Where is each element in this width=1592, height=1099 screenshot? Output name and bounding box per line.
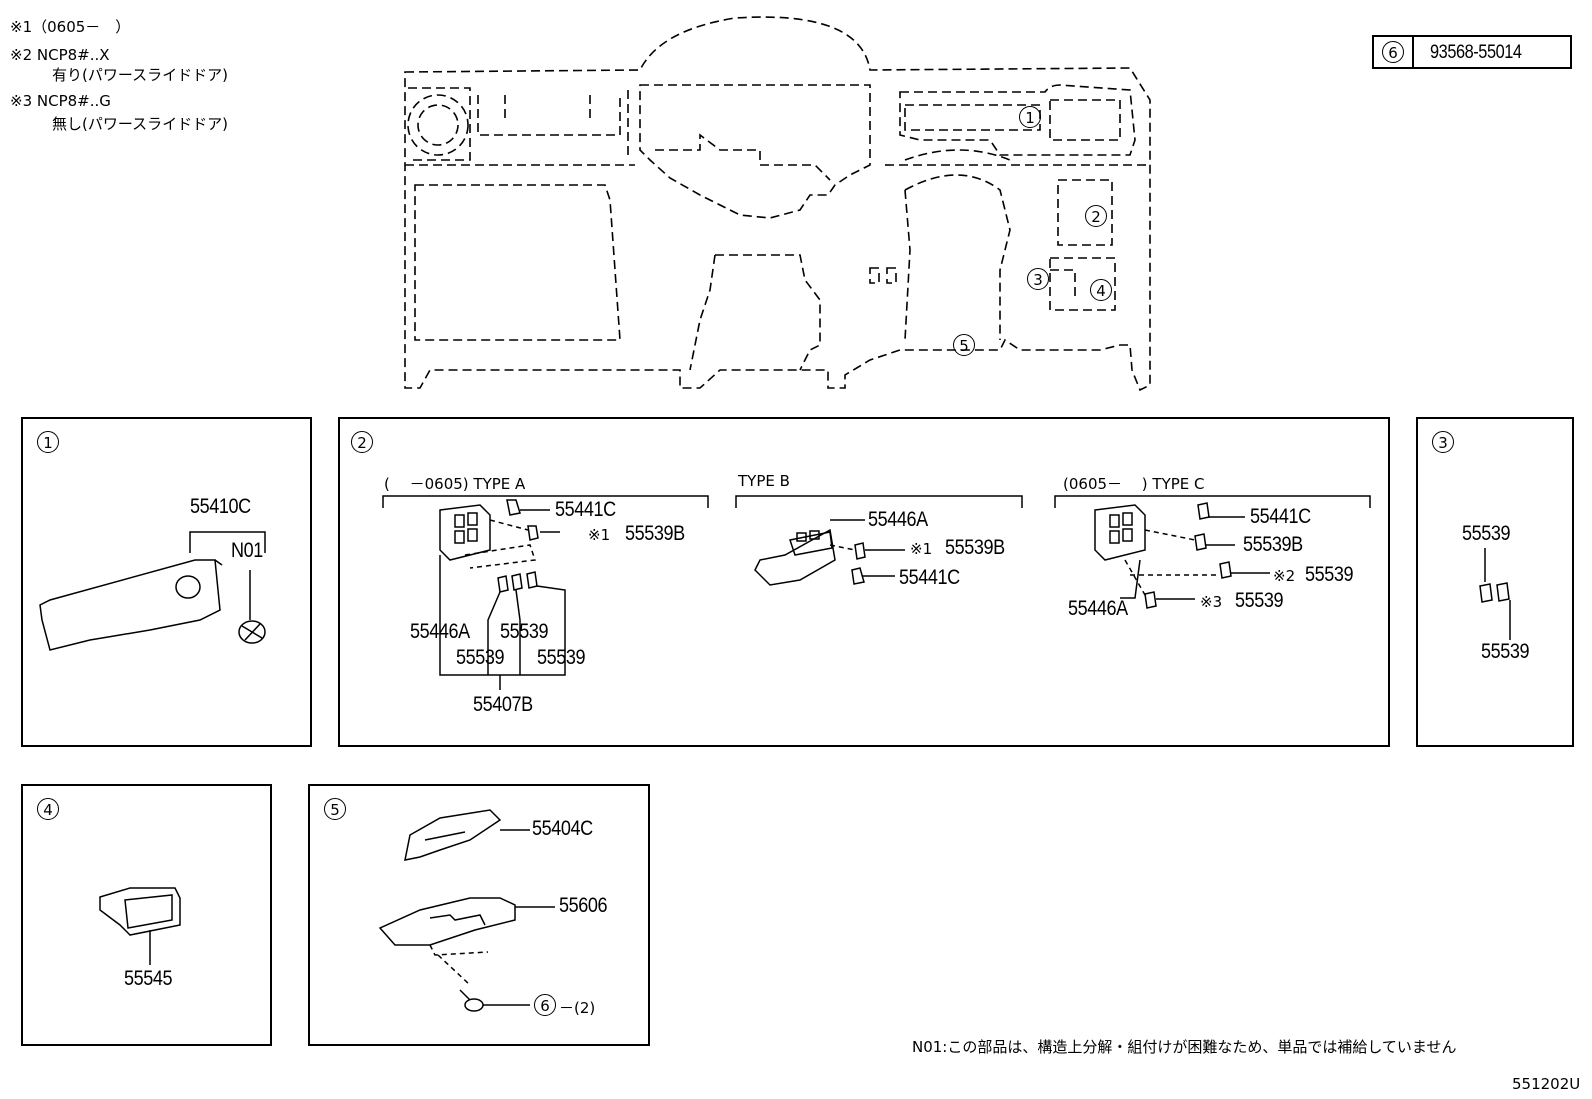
- panel-5-part-55404C: 55404C: [532, 817, 593, 840]
- type-c-part-55539-1: 55539: [1305, 563, 1354, 586]
- type-b-header: TYPE B: [738, 472, 790, 490]
- panel-3-part-55539-2: 55539: [1481, 640, 1530, 663]
- type-c-part-55539-2: 55539: [1235, 589, 1284, 612]
- panel-4-part-55545: 55545: [124, 967, 173, 990]
- overview-ref-1: 1: [1019, 106, 1041, 128]
- type-a-part-55539-2: 55539: [456, 646, 505, 669]
- panel-4-ref: 4: [37, 798, 59, 820]
- panel-1-part-N01: N01: [231, 539, 263, 562]
- panel-3: 3: [1416, 417, 1574, 747]
- panel-5: 5: [308, 784, 650, 1046]
- type-c-part-55441C: 55441C: [1250, 505, 1311, 528]
- footer-note: N01:この部品は、構造上分解・組付けが困難なため、単品では補給していません: [912, 1038, 1457, 1056]
- overview-ref-5: 5: [953, 334, 975, 356]
- note-2-line2: 有り(パワースライドドア): [52, 66, 228, 84]
- type-c-note-3: ※3: [1200, 593, 1223, 611]
- panel-1: 1: [21, 417, 312, 747]
- type-a-part-55539-1: 55539: [500, 620, 549, 643]
- overview-ref-2: 2: [1085, 205, 1107, 227]
- type-a-header: ( －0605) TYPE A: [384, 475, 526, 493]
- panel-1-ref: 1: [37, 431, 59, 453]
- panel-3-ref: 3: [1432, 431, 1454, 453]
- type-c-header: (0605－ ) TYPE C: [1063, 475, 1205, 493]
- panel-4: 4: [21, 784, 272, 1046]
- type-b-part-55441C: 55441C: [899, 566, 960, 589]
- panel-5-screw-ref: 6: [534, 994, 556, 1016]
- type-c-note-2: ※2: [1273, 567, 1296, 585]
- note-3-line2: 無し(パワースライドドア): [52, 115, 228, 133]
- overview-ref-3: 3: [1027, 268, 1049, 290]
- type-b-part-55539B: 55539B: [945, 536, 1005, 559]
- overview-ref-4: 4: [1090, 279, 1112, 301]
- type-b-note-1: ※1: [910, 540, 933, 558]
- type-a-part-55539B: 55539B: [625, 522, 685, 545]
- type-c-part-55446A: 55446A: [1068, 597, 1128, 620]
- panel-1-part-55410C: 55410C: [190, 495, 251, 518]
- screw-ref-cell: 6: [1374, 37, 1414, 67]
- type-b-part-55446A: 55446A: [868, 508, 928, 531]
- panel-5-ref: 5: [324, 798, 346, 820]
- panel-5-part-55606: 55606: [559, 894, 608, 917]
- panel-2: 2: [338, 417, 1390, 747]
- note-1: ※1（0605－ ）: [10, 18, 131, 36]
- type-a-part-55446A: 55446A: [410, 620, 470, 643]
- note-2-line1: ※2 NCP8#..X: [10, 46, 110, 64]
- type-a-part-55407B: 55407B: [473, 693, 533, 716]
- type-c-part-55539B: 55539B: [1243, 533, 1303, 556]
- screw-part-number: 93568-55014: [1430, 42, 1522, 63]
- panel-5-screw-qty: －(2): [559, 999, 596, 1017]
- diagram-code: 551202U: [1512, 1075, 1581, 1093]
- screw-ref-circle: 6: [1382, 41, 1404, 63]
- type-a-part-55441C: 55441C: [555, 498, 616, 521]
- type-a-part-55539-3: 55539: [537, 646, 586, 669]
- type-a-note-1: ※1: [588, 526, 611, 544]
- panel-2-ref: 2: [351, 431, 373, 453]
- note-3-line1: ※3 NCP8#..G: [10, 92, 111, 110]
- panel-3-part-55539-1: 55539: [1462, 522, 1511, 545]
- screw-part-box: 6 93568-55014: [1372, 35, 1572, 69]
